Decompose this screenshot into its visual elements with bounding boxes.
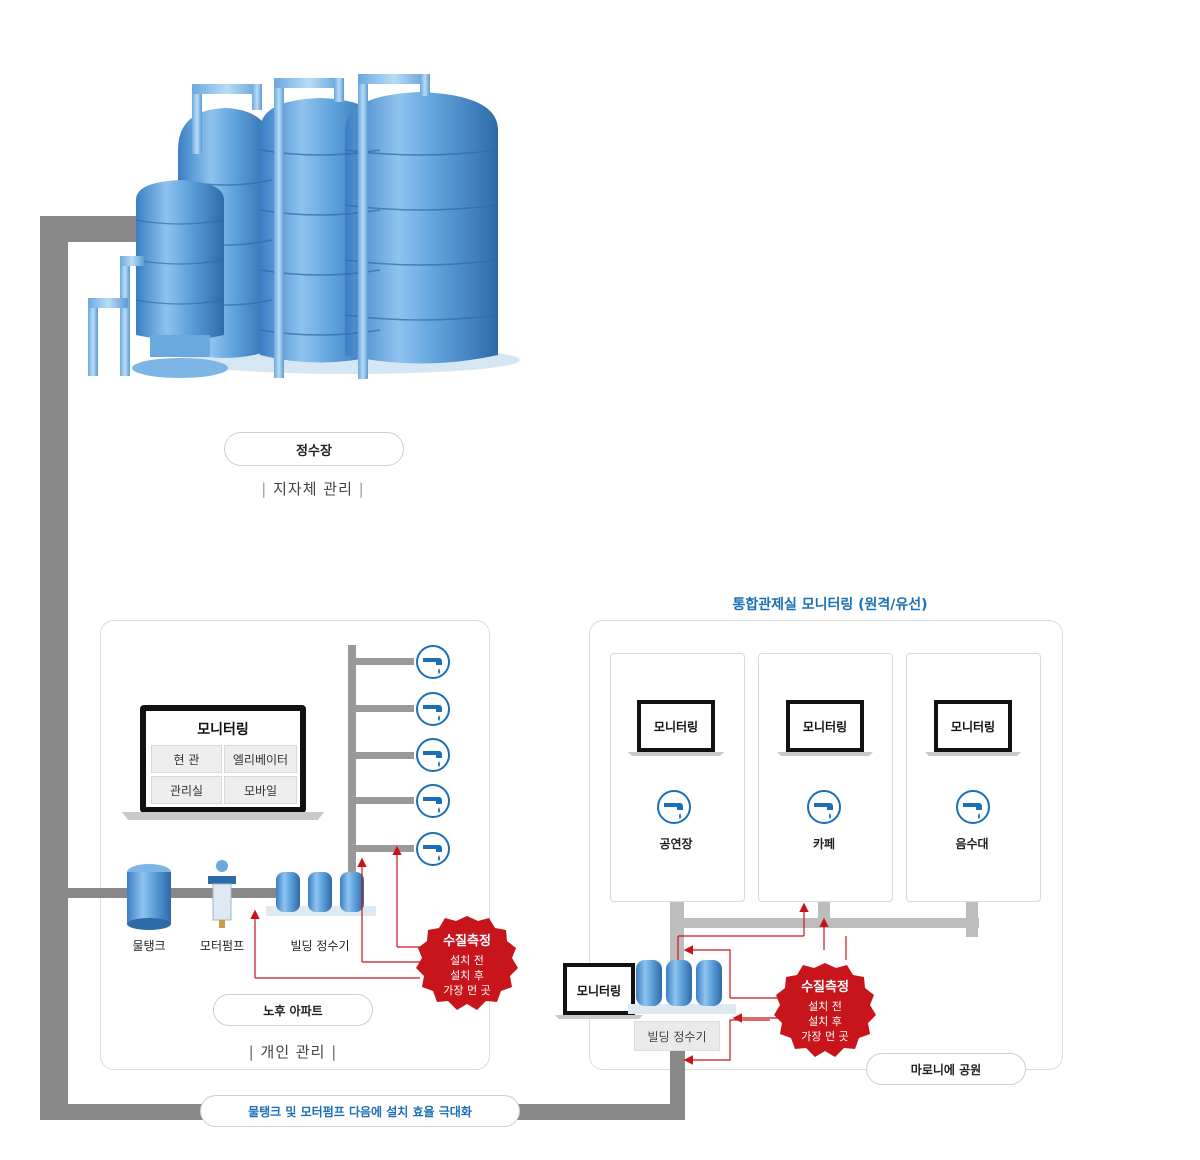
divider: | <box>331 1043 338 1061</box>
measure-line: 가장 먼 곳 <box>443 984 491 997</box>
seal-badge <box>416 916 876 1057</box>
footer-note: 물탱크 및 모터펌프 다음에 설치 효율 극대화 <box>248 1104 472 1119</box>
park-card-screen: 모니터링 <box>802 720 848 734</box>
park-name: 마로니에 공원 <box>910 1062 982 1077</box>
monitor-cell-mobile: 모바일 <box>224 776 297 804</box>
faucet-icon <box>956 790 990 824</box>
storage-tank-icon <box>88 74 520 379</box>
footer-note-pill: 물탱크 및 모터펌프 다음에 설치 효율 극대화 <box>200 1095 520 1127</box>
park-header: 통합관제실 모니터링 (원격/유선) <box>732 597 928 613</box>
park-laptop-screen: 모니터링 <box>576 984 622 998</box>
measure-title: 수질측정 <box>801 980 849 995</box>
apartment-monitor-title: 모니터링 <box>197 722 249 738</box>
apartment-management: | 개인 관리 | <box>220 1041 366 1062</box>
park-card-label: 카페 <box>812 837 836 851</box>
plant-management-text: 지자체 관리 <box>273 480 353 498</box>
park-arrows <box>677 902 847 1065</box>
park-card-screen: 모니터링 <box>653 720 699 734</box>
park-measure: 수질측정 설치 전 설치 후 가장 먼 곳 <box>785 980 865 1044</box>
park-name-pill: 마로니에 공원 <box>866 1053 1026 1085</box>
measure-line: 설치 후 <box>808 1015 842 1028</box>
monitor-cell-elevator: 엘리베이터 <box>224 745 297 773</box>
measure-line: 설치 전 <box>450 954 484 967</box>
measure-line: 설치 전 <box>808 1000 842 1013</box>
faucet-icon <box>416 645 450 866</box>
purifier-icon <box>266 872 376 916</box>
plant-name-pill: 정수장 <box>224 432 404 466</box>
purifier-label: 빌딩 정수기 <box>290 939 350 953</box>
divider: | <box>248 1043 255 1061</box>
apartment-riser <box>348 645 414 890</box>
monitor-cell-entrance: 현 관 <box>151 745 222 773</box>
faucet-icon <box>807 790 841 824</box>
park-card-label: 음수대 <box>955 837 989 851</box>
tank-icon <box>127 864 171 930</box>
apartment-arrows <box>250 845 420 979</box>
measure-line: 설치 후 <box>450 969 484 982</box>
park-purifier-label: 빌딩 정수기 <box>634 1021 720 1051</box>
park-laptops <box>628 700 1021 756</box>
measure-title: 수질측정 <box>443 934 491 949</box>
pump-icon <box>208 860 236 928</box>
park-card-label: 공연장 <box>659 837 693 851</box>
purifier-icon <box>628 960 736 1014</box>
park-card-screen: 모니터링 <box>950 720 996 734</box>
divider: | <box>261 480 268 498</box>
pump-label: 모터펌프 <box>199 939 245 953</box>
divider: | <box>358 480 365 498</box>
measure-line: 가장 먼 곳 <box>801 1030 849 1043</box>
plant-management: | 지자체 관리 | <box>240 478 386 499</box>
faucet-icon <box>657 790 691 824</box>
apartment-measure: 수질측정 설치 전 설치 후 가장 먼 곳 <box>427 934 507 998</box>
tank-label: 물탱크 <box>132 939 166 953</box>
plant-name: 정수장 <box>296 443 332 459</box>
laptop-icon <box>555 963 643 1019</box>
monitor-cell-office: 관리실 <box>151 776 222 804</box>
park-pipes <box>670 902 979 962</box>
apartment-name-pill: 노후 아파트 <box>213 994 373 1026</box>
apartment-management-text: 개인 관리 <box>260 1043 326 1061</box>
apartment-name: 노후 아파트 <box>263 1003 323 1018</box>
